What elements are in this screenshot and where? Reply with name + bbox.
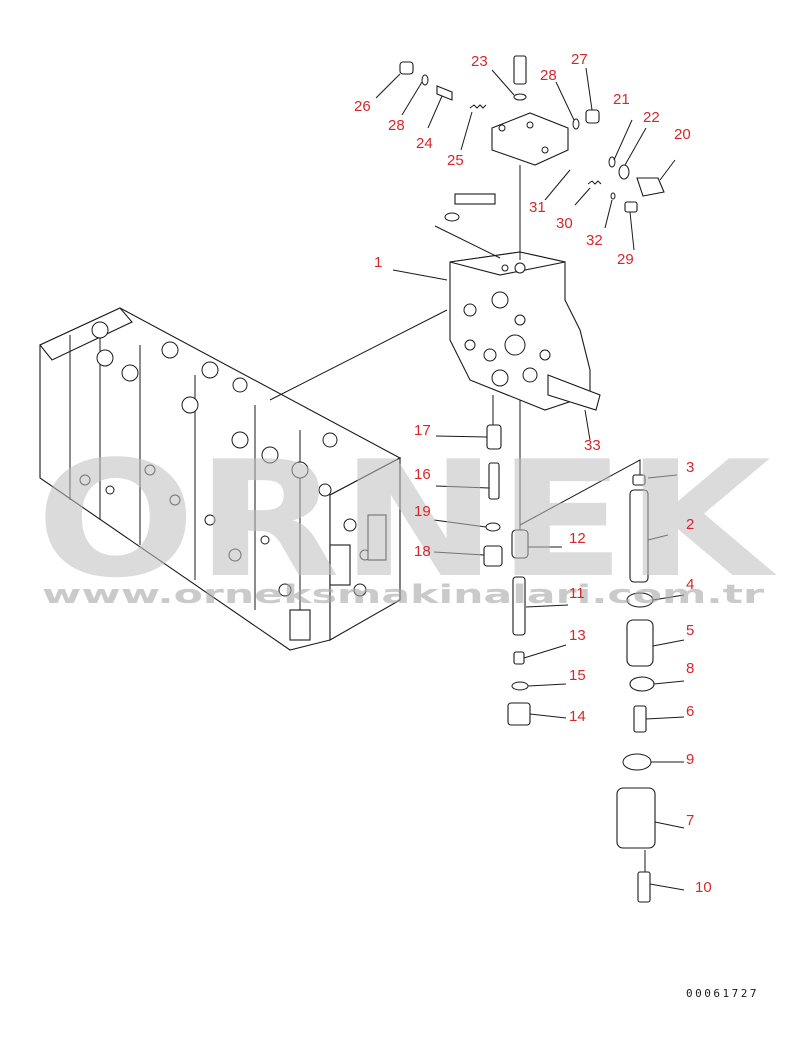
callout-17: 17 <box>414 422 431 439</box>
callout-leaders <box>375 67 685 891</box>
callout-12: 12 <box>569 530 586 547</box>
callout-11: 11 <box>569 585 585 602</box>
right-spool-column <box>519 459 656 903</box>
callout-23: 23 <box>471 53 488 70</box>
callout-21: 21 <box>613 91 630 108</box>
callout-4: 4 <box>686 576 694 593</box>
watermark-url: www.orneksmakinalari.com.tr <box>42 580 764 610</box>
callout-25: 25 <box>447 152 464 169</box>
callout-1: 1 <box>374 254 382 271</box>
callout-6: 6 <box>686 703 694 720</box>
callout-26: 26 <box>354 98 371 115</box>
callout-27: 27 <box>571 51 588 68</box>
callout-10: 10 <box>695 879 712 896</box>
callout-16: 16 <box>414 466 431 483</box>
callout-20: 20 <box>674 126 691 143</box>
top-cover-plate <box>491 55 569 260</box>
watermark-brand: ORNEK <box>36 426 777 613</box>
callout-29: 29 <box>617 251 634 268</box>
callout-2: 2 <box>686 516 694 533</box>
callout-7: 7 <box>686 812 694 829</box>
callout-9: 9 <box>686 751 694 768</box>
callout-5: 5 <box>686 622 694 639</box>
callout-3: 3 <box>686 459 694 476</box>
section-valve-block <box>449 251 591 411</box>
callout-32: 32 <box>586 232 603 249</box>
callout-14: 14 <box>569 708 586 725</box>
assembly-leader <box>269 309 448 401</box>
callout-13: 13 <box>569 627 586 644</box>
callout-31: 31 <box>529 199 546 216</box>
callout-24: 24 <box>416 135 433 152</box>
drawing-number: 00061727 <box>686 987 759 1000</box>
left-spool-column <box>483 395 531 726</box>
callout-33: 33 <box>584 437 601 454</box>
bracket-part <box>547 374 601 411</box>
callout-30: 30 <box>556 215 573 232</box>
main-valve-block <box>39 307 402 651</box>
callout-28-left: 28 <box>388 117 405 134</box>
callout-8: 8 <box>686 660 694 677</box>
callout-18: 18 <box>414 543 431 560</box>
small-upper-parts <box>399 61 665 259</box>
callout-labels: 1 2 3 4 5 6 7 8 9 10 11 12 13 14 15 16 1… <box>354 51 712 896</box>
watermark: ORNEK www.orneksmakinalari.com.tr <box>36 426 777 613</box>
callout-19: 19 <box>414 503 431 520</box>
callout-15: 15 <box>569 667 586 684</box>
callout-28-right: 28 <box>540 67 557 84</box>
callout-22: 22 <box>643 109 660 126</box>
